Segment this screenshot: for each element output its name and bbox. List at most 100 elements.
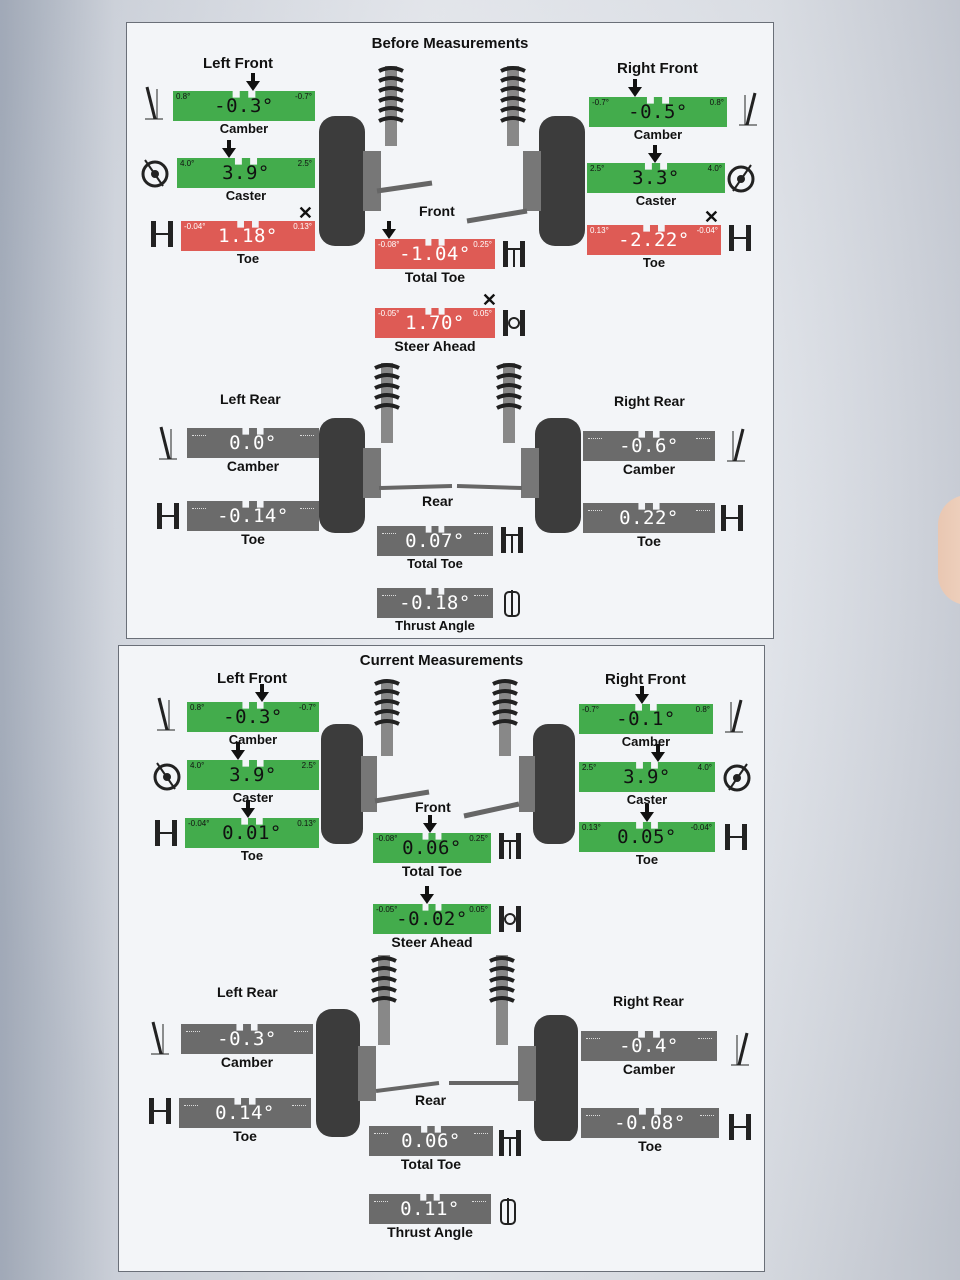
lr-toe-gauge: 0.14° Toe xyxy=(179,1098,311,1144)
range-max: 0.13° xyxy=(297,819,316,828)
right-front-tire xyxy=(533,724,575,844)
right-rear-label: Right Rear xyxy=(613,993,684,1009)
camber-icon xyxy=(159,426,177,460)
measurement-value: 0.06° xyxy=(402,837,462,859)
measurement-label: Toe xyxy=(637,533,661,549)
lr-camber-gauge: -0.3° Camber xyxy=(181,1024,313,1070)
right-front-label: Right Front xyxy=(617,60,698,77)
camber-icon xyxy=(727,428,745,462)
range-min: -0.7° xyxy=(582,705,599,714)
range-max: -0.7° xyxy=(299,703,316,712)
measurement-value: -0.02° xyxy=(396,908,468,930)
range-max: 0.25° xyxy=(469,834,488,843)
toe-icon xyxy=(721,505,743,531)
measurement-label: Caster xyxy=(225,188,267,203)
range-min: -0.08° xyxy=(378,240,400,249)
measurement-value: -0.3° xyxy=(217,1028,277,1050)
front-suspension-illustration xyxy=(319,66,585,246)
measurement-value: -0.14° xyxy=(217,505,289,527)
measurement-label: Total Toe xyxy=(407,556,463,571)
rear-total-toe-gauge: 0.06° Total Toe xyxy=(369,1126,493,1172)
range-max: 0.8° xyxy=(709,98,724,107)
measurement-label: Camber xyxy=(622,1061,676,1077)
right-front-label: Right Front xyxy=(605,671,686,688)
measurement-value: 0.11° xyxy=(400,1198,460,1220)
caster-icon xyxy=(723,763,751,792)
finger xyxy=(938,495,960,605)
measurement-value: -0.1° xyxy=(616,708,676,730)
measurement-label: Toe xyxy=(233,1128,257,1144)
measurement-label: Camber xyxy=(621,734,671,749)
steer-ahead-icon xyxy=(499,906,521,932)
rr-camber-gauge: -0.4° Camber xyxy=(581,1031,717,1077)
rear-total-toe-gauge: 0.07° Total Toe xyxy=(377,526,493,571)
left-front-tire xyxy=(319,116,365,246)
measurement-value: 0.14° xyxy=(215,1102,275,1124)
measurement-label: Camber xyxy=(226,458,280,474)
before-panel: Before Measurements Left Front Right Fro… xyxy=(126,22,774,639)
measurement-label: Total Toe xyxy=(404,269,466,285)
left-rear-tire xyxy=(316,1009,360,1137)
right-rear-label: Right Rear xyxy=(614,393,685,409)
measurement-value: 0.0° xyxy=(229,432,277,454)
range-max: 4.0° xyxy=(707,164,722,173)
measurement-value: 3.3° xyxy=(632,167,680,189)
measurement-value: 3.9° xyxy=(222,162,270,184)
total-toe-icon xyxy=(499,833,521,859)
left-rear-tire xyxy=(319,418,365,533)
measurement-label: Toe xyxy=(241,531,265,547)
left-front-label: Left Front xyxy=(203,55,273,72)
measurement-value: -0.5° xyxy=(628,101,688,123)
steer-ahead-gauge: ✕ -0.05° 0.05° 1.70° Steer Ahead xyxy=(375,290,497,354)
range-min: 4.0° xyxy=(190,761,205,770)
measurement-value: 0.22° xyxy=(619,507,679,529)
lf-caster-gauge: 4.0° 2.5° 3.9° Caster xyxy=(177,140,315,203)
measurement-label: Steer Ahead xyxy=(391,934,473,950)
range-max: 0.25° xyxy=(473,240,492,249)
measurement-value: 3.9° xyxy=(229,764,277,786)
range-max: 4.0° xyxy=(697,763,712,772)
measurement-value: 1.70° xyxy=(405,312,465,334)
left-front-label: Left Front xyxy=(217,670,287,687)
front-label: Front xyxy=(419,203,455,219)
rr-toe-gauge: 0.22° Toe xyxy=(583,503,715,549)
range-max: 2.5° xyxy=(301,761,316,770)
total-toe-icon xyxy=(501,527,523,553)
rf-caster-gauge: 2.5° 4.0° 3.3° Caster xyxy=(587,145,725,208)
rf-camber-gauge: -0.7° 0.8° -0.1° Camber xyxy=(579,686,713,749)
measurement-value: 3.9° xyxy=(623,766,671,788)
range-max: -0.04° xyxy=(690,823,712,832)
rf-caster-gauge: 2.5° 4.0° 3.9° Caster xyxy=(579,744,715,807)
out-of-spec-x-icon: ✕ xyxy=(703,207,719,227)
measurement-value: 0.06° xyxy=(401,1130,461,1152)
steer-ahead-icon xyxy=(503,310,525,336)
rr-toe-gauge: -0.08° Toe xyxy=(581,1108,719,1154)
measurement-value: -0.6° xyxy=(619,435,679,457)
thrust-angle-icon xyxy=(504,590,520,617)
right-rear-tire xyxy=(535,418,581,533)
lf-toe-gauge: -0.04° 0.13° 0.01° Toe xyxy=(185,800,319,863)
current-panel: Current Measurements Left Front Right Fr… xyxy=(118,645,765,1272)
lf-caster-gauge: 4.0° 2.5° 3.9° Caster xyxy=(187,742,319,805)
measurement-label: Thrust Angle xyxy=(395,618,475,633)
range-min: -0.08° xyxy=(376,834,398,843)
measurement-label: Camber xyxy=(622,461,676,477)
toe-icon xyxy=(157,503,179,529)
range-max: 0.8° xyxy=(695,705,710,714)
caster-icon xyxy=(141,159,169,188)
rear-label: Rear xyxy=(422,493,454,509)
camber-icon xyxy=(725,699,743,733)
range-max: 0.05° xyxy=(469,905,488,914)
range-min: 0.8° xyxy=(176,92,191,101)
measurement-value: -0.4° xyxy=(619,1035,679,1057)
front-label: Front xyxy=(415,799,451,815)
measurement-value: 0.01° xyxy=(222,822,282,844)
range-min: -0.05° xyxy=(376,905,398,914)
lr-toe-gauge: -0.14° Toe xyxy=(187,501,319,547)
out-of-spec-x-icon: ✕ xyxy=(481,290,497,310)
measurement-label: Steer Ahead xyxy=(394,338,476,354)
right-front-tire xyxy=(539,116,585,246)
measurement-label: Camber xyxy=(219,121,269,136)
total-toe-icon xyxy=(499,1130,521,1156)
thrust-angle-gauge: -0.18° Thrust Angle xyxy=(377,588,493,633)
